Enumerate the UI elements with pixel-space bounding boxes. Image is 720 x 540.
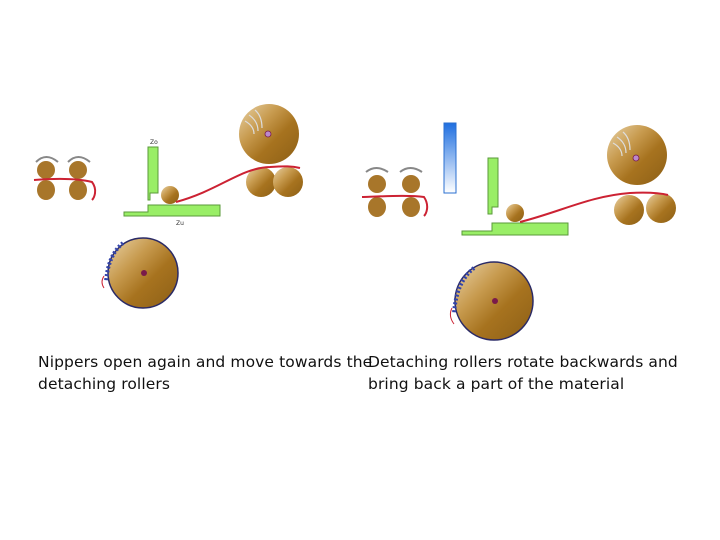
fibre-strand-right-main	[519, 191, 669, 223]
caption-right: Detaching rollers rotate backwards and b…	[368, 351, 678, 395]
nipper-top-plate	[147, 146, 159, 201]
caption-left-line-1: Nippers open again and move towards the	[38, 353, 373, 371]
nipper-top-plate-right	[487, 157, 499, 215]
caption-left: Nippers open again and move towards the …	[38, 351, 372, 395]
caption-right-line-1: Detaching rollers rotate backwards and	[368, 353, 678, 371]
nipper-bottom-plate-right	[461, 222, 569, 236]
fibre-strand-right-left	[361, 194, 429, 217]
comb-cylinder-right	[449, 261, 534, 341]
feed-roller-pair-4	[399, 167, 423, 217]
right-panel	[361, 122, 676, 341]
fibre-strand-main	[175, 165, 301, 203]
feed-roller-pair-3	[365, 167, 389, 217]
comb-cylinder-left	[101, 237, 179, 309]
marker-bottom: Zu	[176, 220, 184, 227]
top-comb	[443, 122, 457, 194]
fibre-strand-left	[33, 177, 97, 201]
left-panel: Zo Zu	[33, 104, 303, 309]
nipper-bottom-plate	[123, 204, 221, 217]
feed-roller-pair-2	[67, 156, 91, 200]
marker-top: Zo	[150, 139, 158, 146]
nipper-roller-right	[506, 204, 524, 222]
nipper-roller	[161, 186, 179, 204]
detaching-rollers	[239, 104, 303, 197]
feed-roller-pair-1	[35, 156, 59, 200]
detaching-rollers-right	[607, 125, 676, 225]
caption-right-line-2: bring back a part of the material	[368, 375, 625, 393]
caption-left-line-2: detaching rollers	[38, 375, 171, 393]
